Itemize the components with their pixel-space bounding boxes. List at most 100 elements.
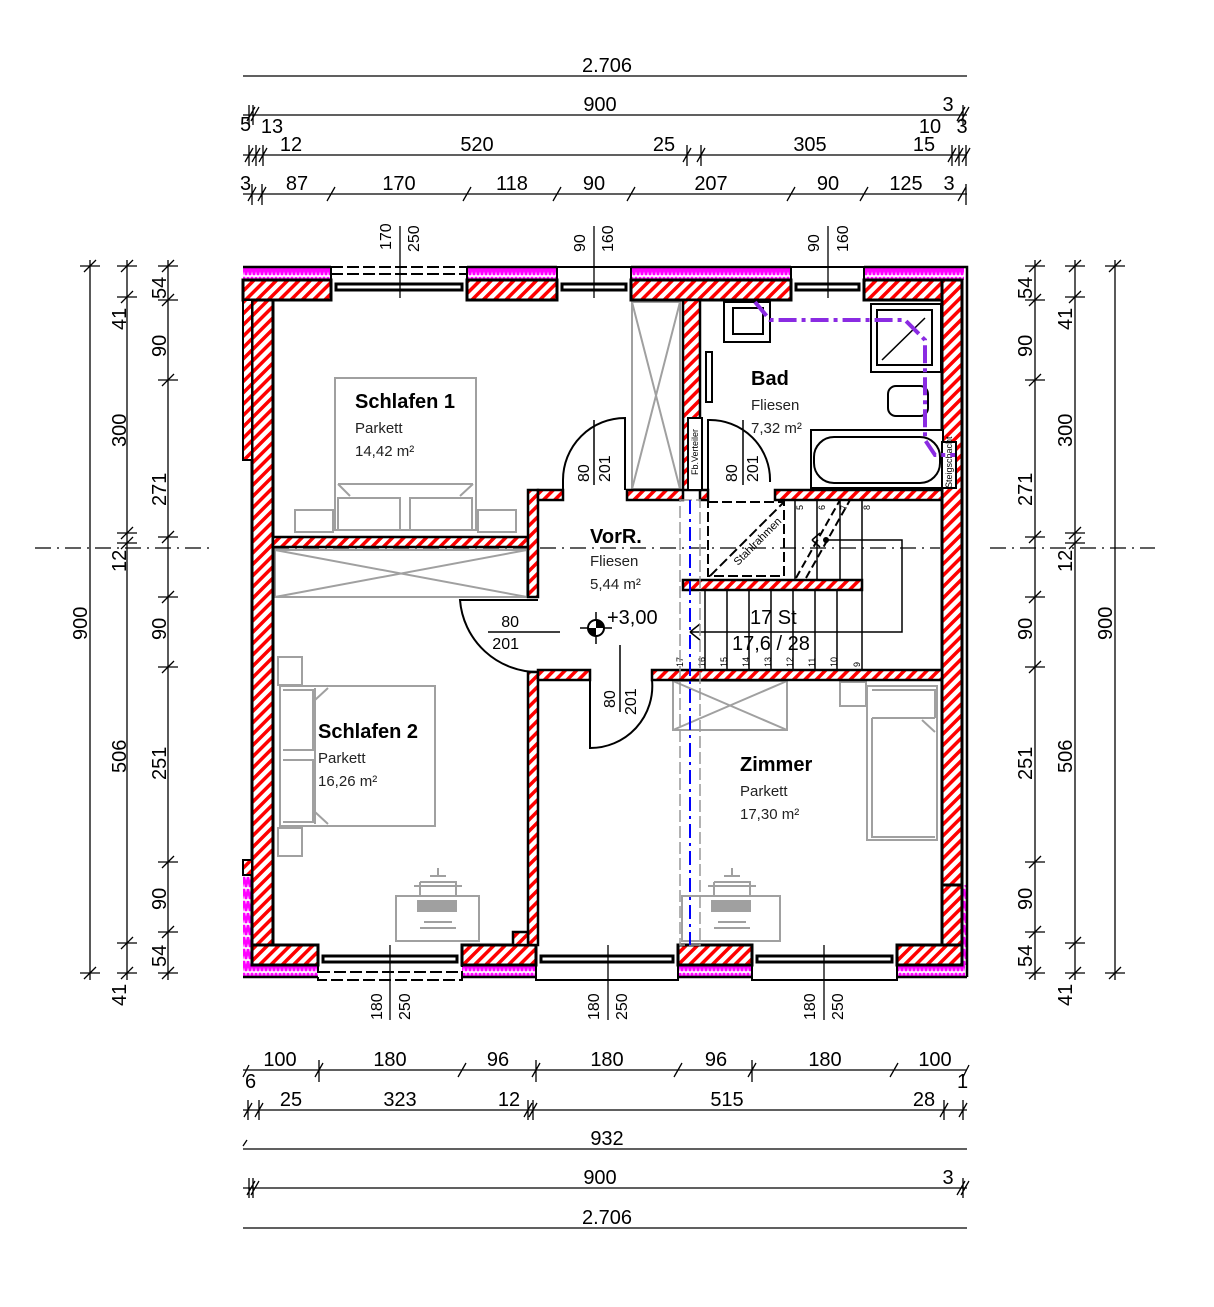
pipe-line <box>753 300 955 457</box>
dim-overall-top: 2.706 <box>582 55 632 77</box>
bed-schlafen-2 <box>279 685 436 827</box>
step-number: 5 <box>795 505 805 510</box>
distributor-label: Fb.Verteiler <box>690 429 700 475</box>
step-number: 16 <box>697 657 707 667</box>
step-number: 11 <box>807 658 817 667</box>
dim-text: 28 <box>913 1089 935 1111</box>
room-bad: Bad Fliesen 7,32 m² <box>751 368 802 437</box>
room-area: 5,44 m² <box>590 576 641 593</box>
step-number: 12 <box>785 657 795 667</box>
dim-text: 271 <box>149 473 171 506</box>
right-dimension-chain: 54 90 271 90 251 90 54 41 300 12 506 41 … <box>1015 259 1125 1006</box>
nightstand <box>294 509 334 533</box>
dim-text: 180 <box>590 1049 623 1071</box>
dim-text: 900 <box>1095 607 1117 640</box>
room-zimmer: Zimmer Parkett 17,30 m² <box>740 754 812 823</box>
room-schlafen-2: Schlafen 2 Parkett 16,26 m² <box>318 721 418 790</box>
door-height: 201 <box>745 455 762 482</box>
window-width: 90 <box>806 234 823 252</box>
step-number: 13 <box>763 657 773 667</box>
level-marker-icon <box>580 612 612 644</box>
room-floor: Parkett <box>355 420 403 437</box>
dim-text: 41 <box>1055 984 1077 1006</box>
top-dimension-chain: 2.706 900 3 5 13 10 3 12 520 25 305 15 3… <box>240 55 971 205</box>
left-dimension-chain: 900 41 300 12 506 41 54 90 271 90 251 90… <box>70 259 178 1006</box>
dim-text: 900 <box>70 607 92 640</box>
dim-text: 3 <box>943 173 954 195</box>
window-width: 180 <box>369 993 386 1020</box>
room-name: Bad <box>751 368 789 390</box>
dim-text: 87 <box>286 173 308 195</box>
toilet <box>887 385 929 417</box>
room-area: 16,26 m² <box>318 773 377 790</box>
room-floor: Parkett <box>740 783 788 800</box>
door-width: 80 <box>724 464 741 482</box>
stair-count: 17 St <box>750 607 797 629</box>
door-height: 201 <box>492 636 519 653</box>
dim-text: 90 <box>1015 335 1037 357</box>
step-number: 7 <box>839 505 849 510</box>
step-number: 6 <box>817 505 827 510</box>
dim-text: 170 <box>382 173 415 195</box>
dim-text: 323 <box>383 1089 416 1111</box>
room-area: 7,32 m² <box>751 420 802 437</box>
dim-text: 54 <box>1015 277 1037 299</box>
dim-text: 90 <box>583 173 605 195</box>
dim-text: 3 <box>240 173 251 195</box>
bathroom-fixtures: Fb.Verteiler Steigschacht <box>687 300 957 491</box>
dim-text: 12 <box>498 1089 520 1111</box>
door-width: 80 <box>501 614 519 631</box>
dim-text: 25 <box>653 134 675 156</box>
dim-text: 5 <box>240 114 251 136</box>
window-height: 250 <box>406 225 423 252</box>
dim-text: 3 <box>942 94 953 116</box>
window-width: 180 <box>802 993 819 1020</box>
dim-text: 54 <box>1015 945 1037 967</box>
room-name: Schlafen 1 <box>355 391 455 413</box>
dim-text: 251 <box>1015 747 1037 780</box>
dim-text: 3 <box>942 1167 953 1189</box>
dim-text: 271 <box>1015 473 1037 506</box>
dim-text: 100 <box>263 1049 296 1071</box>
room-name: Zimmer <box>740 754 812 776</box>
bed-zimmer <box>866 685 938 841</box>
room-schlafen-1: Schlafen 1 Parkett 14,42 m² <box>355 391 455 460</box>
dim-text: 251 <box>149 747 171 780</box>
step-number: 10 <box>829 657 839 667</box>
dim-text: 13 <box>261 116 283 138</box>
room-area: 14,42 m² <box>355 443 414 460</box>
room-floor: Fliesen <box>590 553 638 570</box>
step-number: 14 <box>741 657 751 667</box>
dim-text: 41 <box>1055 308 1077 330</box>
nightstand <box>277 827 303 857</box>
door-height: 201 <box>597 455 614 482</box>
dim-text: 25 <box>280 1089 302 1111</box>
dim-text: 96 <box>487 1049 509 1071</box>
shaft-label: Steigschacht <box>944 436 954 488</box>
window-labels-top: 170 250 90 160 90 160 <box>378 223 852 298</box>
door-height: 201 <box>623 688 640 715</box>
dim-text: 305 <box>793 134 826 156</box>
dim-text: 96 <box>705 1049 727 1071</box>
dim-text: 515 <box>710 1089 743 1111</box>
towel-rail <box>705 351 713 403</box>
dim-text: 15 <box>913 134 935 156</box>
doors: 80 201 80 201 80 201 80 201 <box>458 416 772 750</box>
stair-ratio: 17,6 / 28 <box>732 633 810 655</box>
window-height: 160 <box>600 225 617 252</box>
window-width: 170 <box>378 223 395 250</box>
dim-text: 506 <box>1055 740 1077 773</box>
dim-text: 54 <box>149 277 171 299</box>
room-name: VorR. <box>590 526 642 548</box>
dim-text: 125 <box>889 173 922 195</box>
dim-text: 10 <box>919 116 941 138</box>
step-number: 8 <box>862 505 872 510</box>
desk-zimmer <box>681 868 781 942</box>
walls <box>241 265 969 981</box>
bottom-dimension-chain: 100 180 96 180 96 180 100 6 1 25 323 12 … <box>242 1049 970 1229</box>
dim-text: 54 <box>149 945 171 967</box>
dim-text: 90 <box>149 888 171 910</box>
dim-text: 12 <box>109 550 131 572</box>
door-width: 80 <box>576 464 593 482</box>
